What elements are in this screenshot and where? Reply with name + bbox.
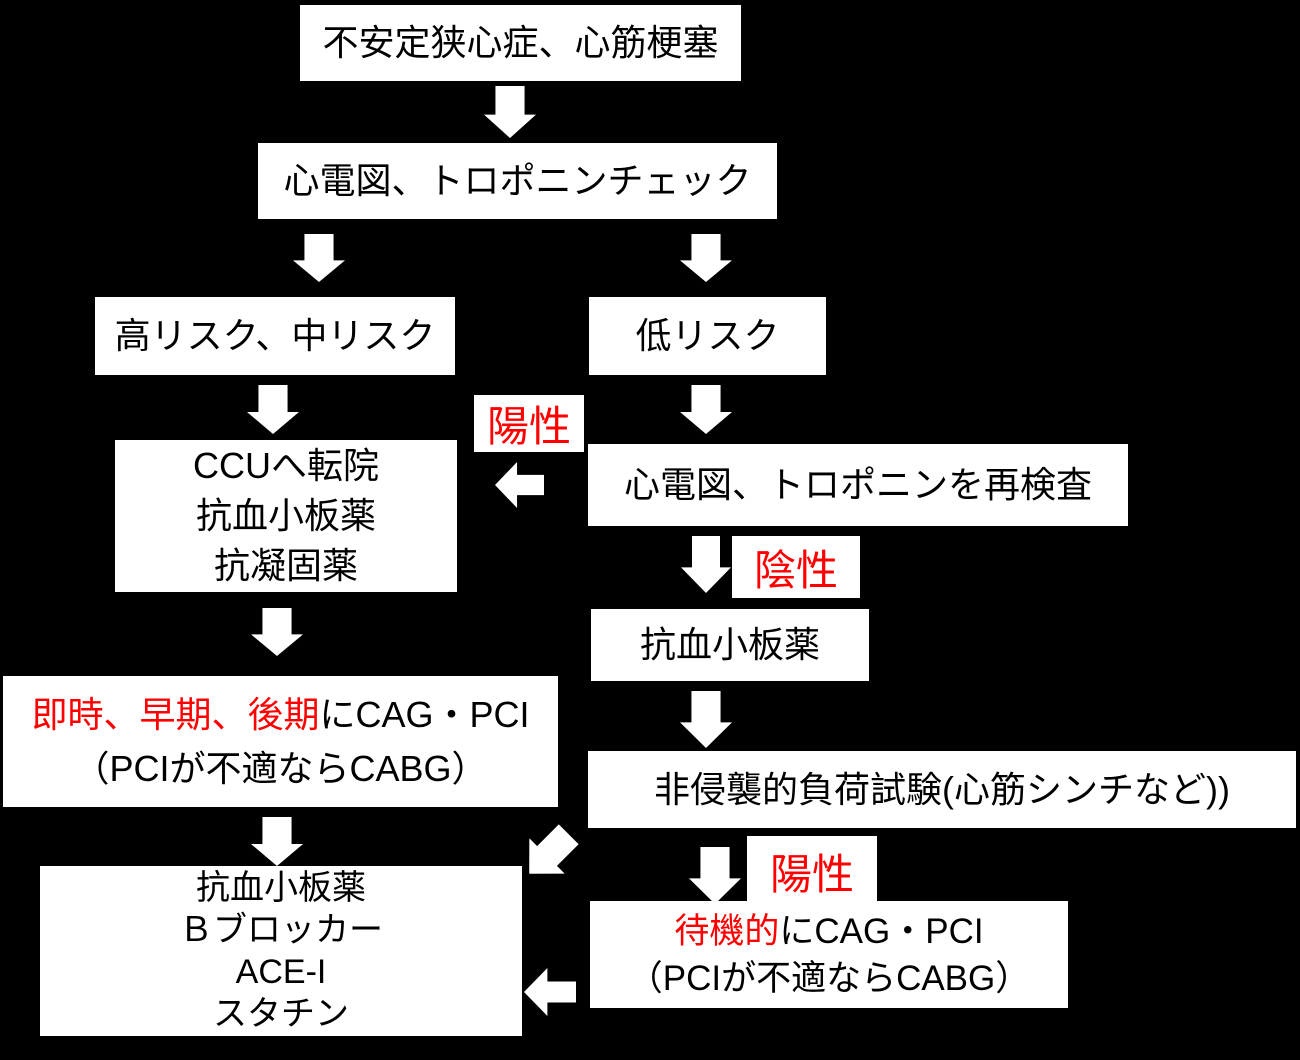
arrow-highrisk-to-ccu-icon bbox=[247, 385, 299, 434]
node-ecg-check-text: 心電図、トロポニンチェック bbox=[283, 160, 752, 202]
arrow-ecg-to-lowrisk-icon bbox=[680, 234, 732, 282]
node-cag-elective-line1: 待機的にCAG・PCI bbox=[674, 908, 983, 955]
node-ccu-admission: CCUへ転院 抗血小板薬 抗凝固薬 bbox=[115, 440, 457, 592]
node-recheck-text: 心電図、トロポニンを再検査 bbox=[623, 464, 1092, 506]
node-low-risk-text: 低リスク bbox=[635, 315, 780, 357]
node-cag-elective: 待機的にCAG・PCI （PCIが不適ならCABG） bbox=[590, 901, 1068, 1008]
node-high-risk: 高リスク、中リスク bbox=[95, 297, 455, 375]
node-final-meds: 抗血小板薬 Ｂブロッカー ACE-I スタチン bbox=[40, 866, 522, 1036]
label-recheck-negative: 陰性 bbox=[732, 536, 860, 598]
node-start: 不安定狭心症、心筋梗塞 bbox=[300, 5, 741, 81]
node-ccu-line1: CCUへ転院 bbox=[193, 445, 379, 486]
node-low-risk: 低リスク bbox=[589, 297, 826, 375]
label-stress-positive: 陽性 bbox=[747, 836, 877, 906]
node-cag-elective-line2: （PCIが不適ならCABG） bbox=[627, 958, 1031, 998]
arrow-recheck-to-ccu-icon bbox=[495, 462, 544, 508]
arrow-recheck-to-antiplatelet-icon bbox=[681, 536, 731, 593]
arrow-cag-early-to-meds-icon bbox=[251, 817, 303, 866]
arrow-start-to-ecg-icon bbox=[484, 86, 536, 138]
node-start-text: 不安定狭心症、心筋梗塞 bbox=[322, 22, 719, 64]
label-recheck-negative-text: 陰性 bbox=[753, 546, 838, 594]
arrow-antiplatelet-to-stress-icon bbox=[680, 691, 732, 748]
node-cag-early-highlight: 即時、早期、後期 bbox=[31, 693, 320, 735]
arrow-stress-to-cag-elective-icon bbox=[689, 847, 741, 904]
node-high-risk-text: 高リスク、中リスク bbox=[114, 315, 436, 357]
node-cag-early-rest: にCAG・PCI bbox=[319, 693, 530, 735]
node-final-meds-line3: ACE-I bbox=[235, 953, 327, 991]
node-antiplatelet: 抗血小板薬 bbox=[591, 609, 869, 681]
arrow-ecg-to-highrisk-icon bbox=[293, 234, 345, 282]
node-final-meds-line1: 抗血小板薬 bbox=[196, 869, 366, 907]
arrow-ccu-to-cag-early-icon bbox=[251, 608, 303, 656]
label-stress-positive-text: 陽性 bbox=[769, 850, 854, 898]
node-stress-test: 非侵襲的負荷試験(心筋シンチなど)) bbox=[588, 751, 1296, 828]
node-cag-early-line2: （PCIが不適ならCABG） bbox=[73, 747, 488, 789]
node-cag-early: 即時、早期、後期にCAG・PCI （PCIが不適ならCABG） bbox=[3, 676, 558, 807]
arrow-stress-to-meds-icon bbox=[512, 817, 587, 892]
node-cag-early-line1: 即時、早期、後期にCAG・PCI bbox=[31, 688, 529, 742]
node-cag-elective-highlight: 待機的 bbox=[674, 911, 780, 951]
node-ccu-line2: 抗血小板薬 bbox=[195, 495, 376, 536]
node-final-meds-line2: Ｂブロッカー bbox=[179, 911, 383, 949]
node-ecg-check: 心電図、トロポニンチェック bbox=[258, 143, 777, 219]
node-ccu-line3: 抗凝固薬 bbox=[213, 545, 358, 586]
arrow-cag-elective-to-meds-icon bbox=[524, 968, 576, 1016]
node-recheck: 心電図、トロポニンを再検査 bbox=[588, 444, 1128, 526]
node-antiplatelet-text: 抗血小板薬 bbox=[639, 624, 820, 666]
label-recheck-positive: 陽性 bbox=[474, 395, 584, 452]
node-stress-test-text: 非侵襲的負荷試験(心筋シンチなど)) bbox=[654, 768, 1230, 810]
node-final-meds-line4: スタチン bbox=[213, 995, 349, 1033]
label-recheck-positive-text: 陽性 bbox=[486, 403, 571, 450]
node-cag-elective-rest: にCAG・PCI bbox=[779, 911, 984, 951]
arrow-lowrisk-to-recheck-icon bbox=[680, 385, 732, 434]
